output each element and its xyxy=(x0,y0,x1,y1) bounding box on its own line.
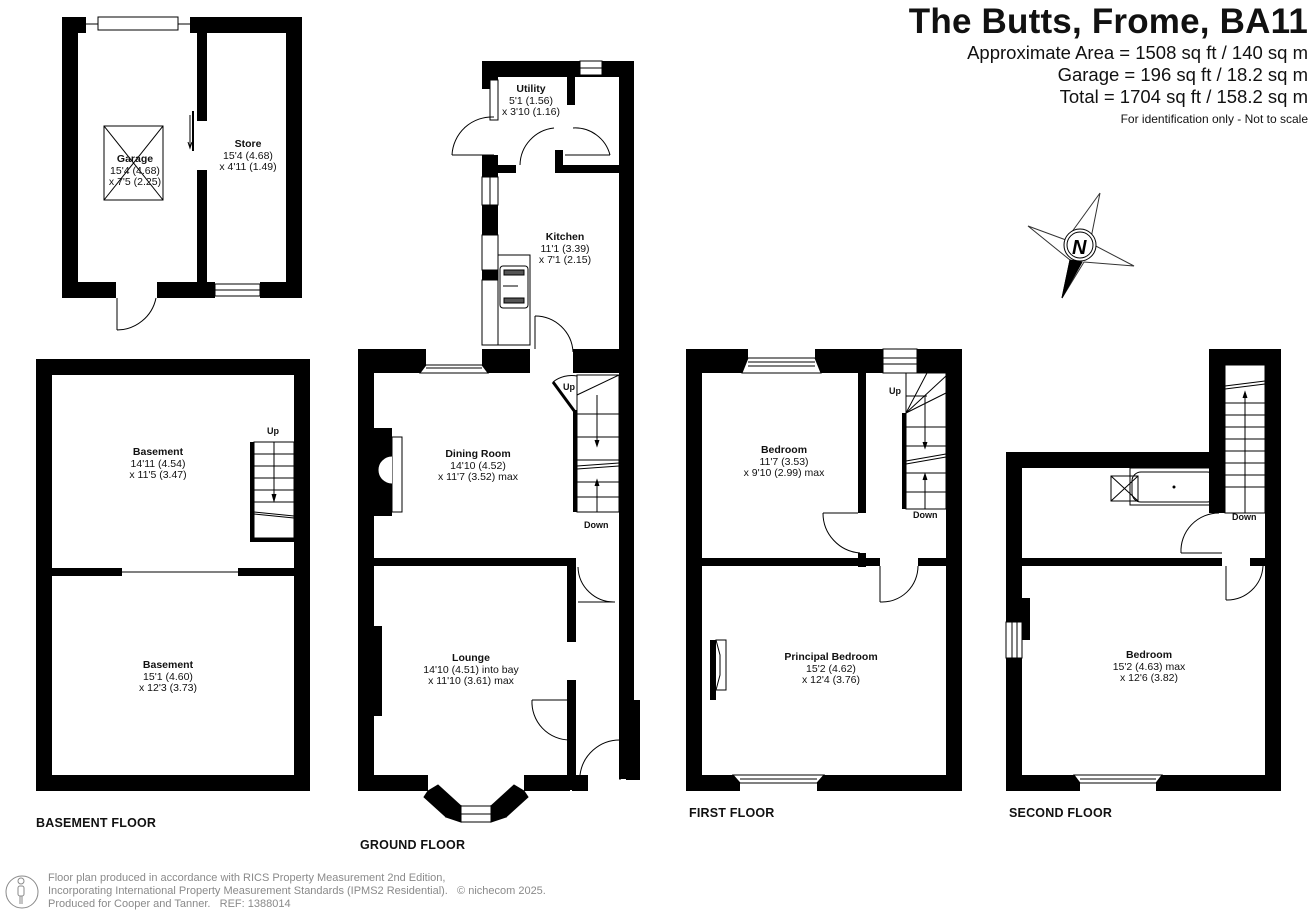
floor-label-basement: BASEMENT FLOOR xyxy=(36,816,157,830)
room-dim: x 11'7 (3.52) max xyxy=(437,471,519,483)
compass-label: N xyxy=(1072,237,1087,259)
room-bedroom-first: Bedroom 11'7 (3.53) x 9'10 (2.99) max xyxy=(743,444,825,480)
footer-text: Floor plan produced in accordance with R… xyxy=(48,872,546,911)
garage-area: Garage = 196 sq ft / 18.2 sq m xyxy=(1057,64,1308,85)
room-utility: Utility 5'1 (1.56) x 3'10 (1.16) xyxy=(501,83,561,119)
room-kitchen: Kitchen 11'1 (3.39) x 7'1 (2.15) xyxy=(538,231,592,267)
room-dim: x 12'4 (3.76) xyxy=(801,674,861,686)
footer-line: Produced for Cooper and Tanner. REF: 138… xyxy=(48,898,291,910)
room-name: Bedroom xyxy=(1125,649,1173,661)
room-dim: 15'4 (4.68) xyxy=(223,149,273,162)
room-basement-2: Basement 15'1 (4.60) x 12'3 (3.73) xyxy=(138,659,198,695)
room-dim: x 12'6 (3.82) xyxy=(1119,672,1179,684)
second-floor-walls xyxy=(1006,349,1281,791)
footer-line: Incorporating International Property Mea… xyxy=(48,885,546,897)
room-dim: 15'2 (4.62) xyxy=(806,662,856,675)
room-name: Bedroom xyxy=(760,444,808,456)
floor-label-ground: GROUND FLOOR xyxy=(360,838,466,852)
room-basement-1: Basement 14'11 (4.54) x 11'5 (3.47) xyxy=(129,446,187,482)
room-name: Dining Room xyxy=(445,448,511,460)
room-dim: 15'4 (4.68) xyxy=(110,164,160,177)
stair-label-up: Up xyxy=(267,426,279,436)
room-dim: x 7'1 (2.15) xyxy=(538,254,592,266)
room-principal-bedroom: Principal Bedroom 15'2 (4.62) x 12'4 (3.… xyxy=(784,651,878,687)
room-dim: x 11'5 (3.47) xyxy=(129,469,187,481)
stair-label-down: Down xyxy=(1232,512,1257,522)
person-icon xyxy=(5,875,39,909)
stair-label-up: Up xyxy=(889,386,901,396)
floor-label-first: FIRST FLOOR xyxy=(689,806,775,820)
room-dim: x 4'11 (1.49) xyxy=(219,161,277,173)
room-name: Garage xyxy=(116,153,154,165)
room-store: Store 15'4 (4.68) x 4'11 (1.49) xyxy=(219,138,277,174)
basement-walls xyxy=(36,359,310,791)
room-name: Kitchen xyxy=(545,231,585,243)
room-dim: 11'7 (3.53) xyxy=(759,455,809,468)
plan-header: The Butts, Frome, BA11 Approximate Area … xyxy=(909,2,1308,128)
room-dim: 14'11 (4.54) xyxy=(130,457,186,470)
room-dim: x 9'10 (2.99) max xyxy=(743,467,825,479)
room-dim: 15'2 (4.63) max xyxy=(1112,660,1186,673)
room-dim: x 11'10 (3.61) max xyxy=(428,675,514,687)
approximate-area: Approximate Area = 1508 sq ft / 140 sq m xyxy=(967,42,1308,63)
room-name: Store xyxy=(234,138,262,150)
room-dim: 14'10 (4.52) xyxy=(450,459,506,472)
room-name: Basement xyxy=(132,446,184,458)
room-name: Basement xyxy=(142,659,194,671)
room-name: Utility xyxy=(516,83,546,95)
room-dim: 14'10 (4.51) into bay xyxy=(423,663,519,676)
room-dim: x 7'5 (2.25) xyxy=(108,176,162,188)
room-name: Principal Bedroom xyxy=(784,651,878,663)
first-floor-walls xyxy=(686,349,962,791)
room-dim: x 12'3 (3.73) xyxy=(138,682,198,694)
plan-footer: Floor plan produced in accordance with R… xyxy=(8,872,546,911)
room-lounge: Lounge 14'10 (4.51) into bay x 11'10 (3.… xyxy=(423,652,519,688)
room-dining-room: Dining Room 14'10 (4.52) x 11'7 (3.52) m… xyxy=(437,448,519,484)
room-garage: Garage 15'4 (4.68) x 7'5 (2.25) xyxy=(108,153,162,189)
footer-line: Floor plan produced in accordance with R… xyxy=(48,872,446,884)
room-name: Lounge xyxy=(452,652,490,664)
room-dim: 15'1 (4.60) xyxy=(143,670,193,683)
stair-label-up: Up xyxy=(563,382,575,392)
compass-north-icon xyxy=(1027,192,1135,299)
room-bedroom-second: Bedroom 15'2 (4.63) max x 12'6 (3.82) xyxy=(1112,649,1186,685)
disclaimer: For identification only - Not to scale xyxy=(1120,112,1308,126)
room-dim: x 3'10 (1.16) xyxy=(501,106,561,118)
room-dim: 5'1 (1.56) xyxy=(508,94,554,107)
garage-store-walls xyxy=(62,17,302,298)
room-dim: 11'1 (3.39) xyxy=(540,242,590,255)
floor-label-second: SECOND FLOOR xyxy=(1009,806,1113,820)
stair-label-down: Down xyxy=(913,510,938,520)
stair-label-down: Down xyxy=(584,520,609,530)
total-area: Total = 1704 sq ft / 158.2 sq m xyxy=(1059,86,1308,107)
property-title: The Butts, Frome, BA11 xyxy=(908,2,1308,41)
